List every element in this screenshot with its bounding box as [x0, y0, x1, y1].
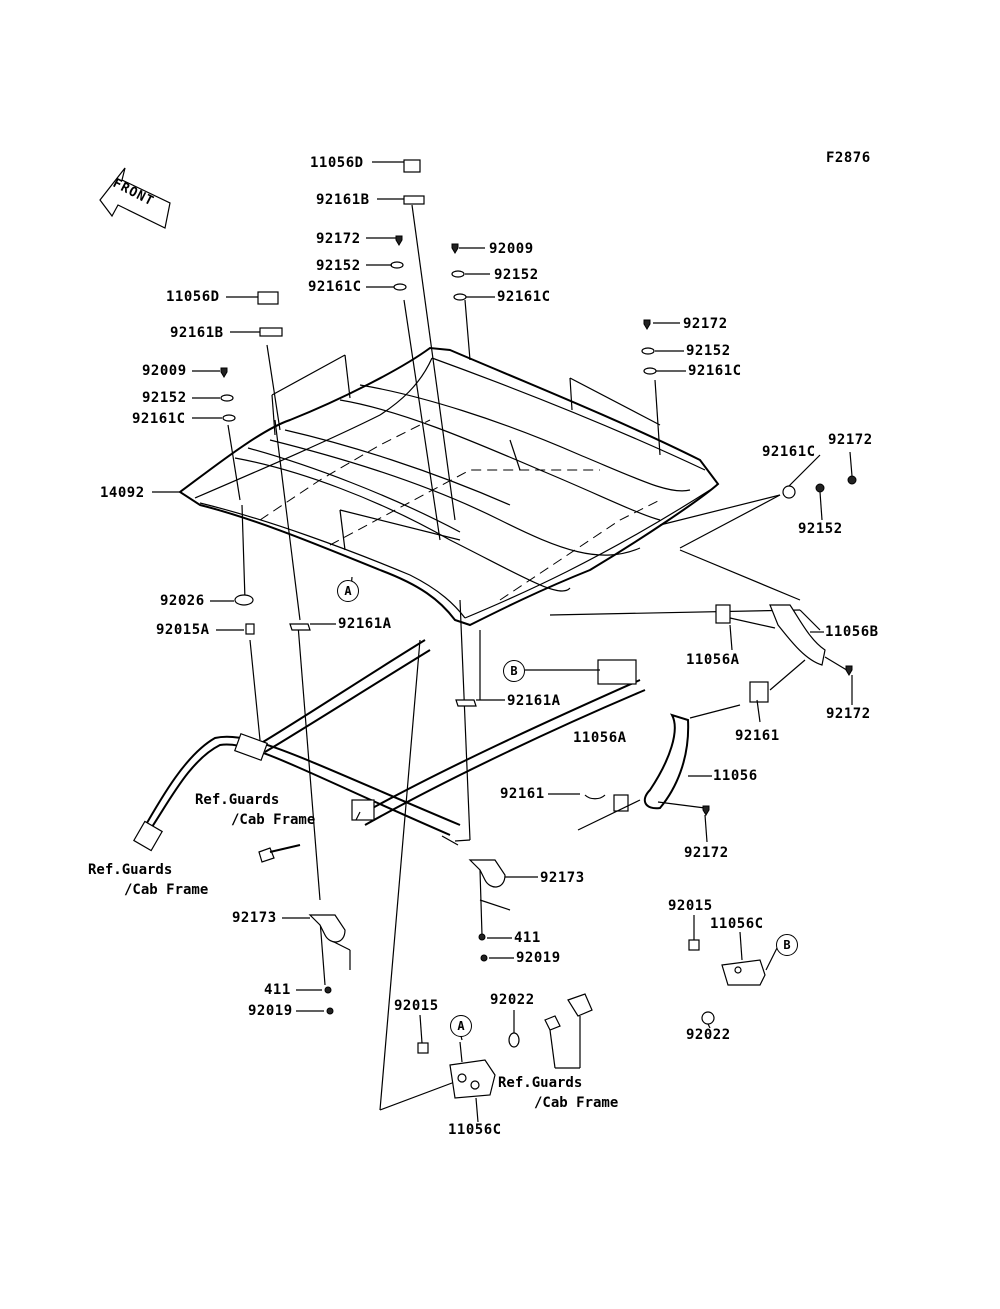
- ref-line-2: /Cab Frame: [534, 1095, 619, 1111]
- part-label: 92026: [160, 593, 205, 609]
- part-label: 92152: [142, 390, 187, 406]
- part-label: 92161: [500, 786, 545, 802]
- part-label: 92161C: [497, 289, 551, 305]
- ref-guards-note: Ref.Guards /Cab Frame: [88, 860, 208, 900]
- part-label: 92015: [394, 998, 439, 1014]
- part-label: 92015: [668, 898, 713, 914]
- part-label: 92009: [489, 241, 534, 257]
- ref-guards-note: Ref.Guards /Cab Frame: [195, 790, 315, 830]
- part-label: 92152: [316, 258, 361, 274]
- part-label: 92161A: [338, 616, 392, 632]
- part-label: 92161B: [170, 325, 224, 341]
- part-label: 92172: [684, 845, 729, 861]
- part-label: 11056B: [825, 624, 879, 640]
- part-label: 92022: [686, 1027, 731, 1043]
- part-label: 11056C: [710, 916, 764, 932]
- part-label: 92152: [494, 267, 539, 283]
- callout-a: A: [337, 580, 359, 602]
- ref-line-1: Ref.Guards: [88, 862, 173, 878]
- part-label: 411: [514, 930, 541, 946]
- ref-line-2: /Cab Frame: [124, 882, 209, 898]
- crossbar-frame: [133, 639, 646, 852]
- part-label: 11056D: [310, 155, 364, 171]
- part-label: 411: [264, 982, 291, 998]
- ref-line-1: Ref.Guards: [498, 1075, 583, 1091]
- front-arrow-icon: [99, 167, 171, 229]
- part-label: 11056A: [686, 652, 740, 668]
- part-label: 92009: [142, 363, 187, 379]
- ref-line-2: /Cab Frame: [231, 812, 316, 828]
- callout-a: A: [450, 1015, 472, 1037]
- part-label: 92161: [735, 728, 780, 744]
- part-label: 92172: [828, 432, 873, 448]
- part-label: 11056C: [448, 1122, 502, 1138]
- part-label: 92173: [232, 910, 277, 926]
- part-label: 92172: [316, 231, 361, 247]
- ref-guards-note: Ref.Guards /Cab Frame: [498, 1073, 618, 1113]
- right-brackets: [577, 604, 851, 831]
- part-label: 92172: [826, 706, 871, 722]
- part-label: 92015A: [156, 622, 210, 638]
- part-label: 92022: [490, 992, 535, 1008]
- part-label: 92161A: [507, 693, 561, 709]
- callout-b: B: [776, 934, 798, 956]
- part-label: 92172: [683, 316, 728, 332]
- roof-panel-14092: [178, 346, 720, 627]
- part-label: 92161C: [762, 444, 816, 460]
- part-label: 11056D: [166, 289, 220, 305]
- part-label: 92019: [516, 950, 561, 966]
- part-label: 92161B: [316, 192, 370, 208]
- figure-code: F2876: [826, 150, 871, 166]
- part-label: 11056: [713, 768, 758, 784]
- callout-b: B: [503, 660, 525, 682]
- clamps-92173: [308, 859, 506, 943]
- part-label: 92019: [248, 1003, 293, 1019]
- part-label: 92152: [798, 521, 843, 537]
- leader-lines: [227, 204, 801, 1111]
- part-label: 92152: [686, 343, 731, 359]
- part-label: 11056A: [573, 730, 627, 746]
- part-label: 92161C: [688, 363, 742, 379]
- part-label: 14092: [100, 485, 145, 501]
- part-label: 92161C: [132, 411, 186, 427]
- part-label: 92173: [540, 870, 585, 886]
- brackets-11056C: [449, 959, 766, 1099]
- ref-line-1: Ref.Guards: [195, 792, 280, 808]
- part-label: 92161C: [308, 279, 362, 295]
